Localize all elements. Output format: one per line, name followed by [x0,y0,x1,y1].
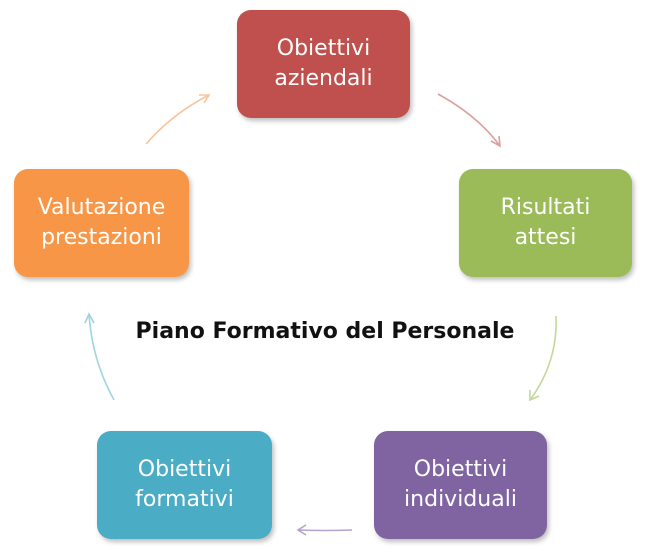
node-label-line: prestazioni [41,225,162,250]
arrow-risultati-to-individuali [529,315,557,402]
center-title: Piano Formativo del Personale [135,319,515,344]
arrow-individuali-to-formativi [296,524,353,536]
node-label-line: formativi [135,487,234,512]
node-risultati-attesi: Risultati attesi [459,169,632,277]
arrow-valutazione-to-aziendali [145,94,211,145]
arrow-formativi-to-valutazione [84,312,115,401]
node-label-line: aziendali [274,66,373,91]
node-valutazione-prestazioni: Valutazione prestazioni [14,169,189,277]
node-obiettivi-individuali: Obiettivi individuali [374,431,547,539]
node-obiettivi-formativi: Obiettivi formativi [97,431,272,539]
node-label-line: Obiettivi [137,457,232,482]
arrow-aziendali-to-risultati [437,93,501,148]
node-label-line: attesi [514,225,577,250]
node-label-line: Obiettivi [276,36,371,61]
node-label-line: Valutazione [37,195,166,220]
node-label-line: Risultati [500,195,591,220]
node-obiettivi-aziendali: Obiettivi aziendali [237,10,410,118]
node-label-line: individuali [404,487,517,512]
node-label-line: Obiettivi [413,457,508,482]
